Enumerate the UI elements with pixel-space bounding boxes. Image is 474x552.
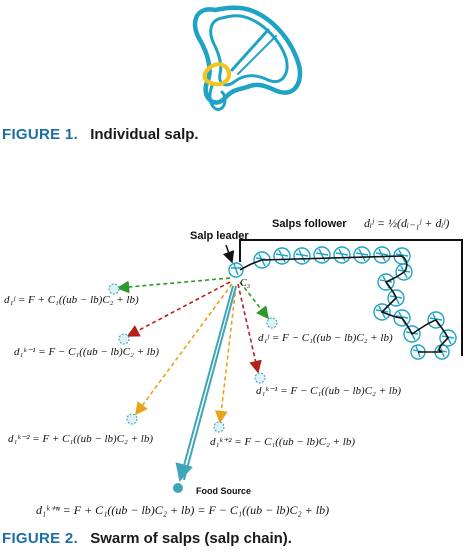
search-rays <box>116 277 269 424</box>
salp-leader-label: Salp leader <box>190 230 249 242</box>
leader-symbol: C₃ <box>240 278 251 289</box>
figure2-caption-text: Swarm of salps (salp chain). <box>90 530 292 547</box>
salps-follower-label: Salps follower <box>272 218 347 230</box>
food-source-point <box>173 483 183 493</box>
target-point <box>213 421 225 433</box>
food-source-label: Food Source <box>196 486 252 496</box>
equation-3: d₁ʲ = F − C₁((ub − lb)C₂ + lb) <box>258 332 393 344</box>
equation-1: d₁ʲ = F + C₁((ub − lb)C₂ + lb) <box>4 294 139 306</box>
figure2-caption: FIGURE 2. Swarm of salps (salp chain). <box>2 530 292 547</box>
red-ray-left <box>126 281 231 337</box>
red-ray-right <box>237 283 262 374</box>
follower-bracket <box>239 239 463 356</box>
equation-4: d₁ᵏ⁻¹ = F − C₁((ub − lb)C₂ + lb) <box>256 385 402 397</box>
individual-salp-illustration <box>192 5 303 111</box>
food-rays <box>175 285 237 482</box>
green-ray-right <box>239 281 269 320</box>
follower-equation: dᵢʲ = ½(dᵢ₋₁ʲ + dᵢʲ) <box>364 216 450 230</box>
equation-5: d₁ᵏ⁻² = F + C₁((ub − lb)C₂ + lb) <box>8 433 154 445</box>
equation-2: d₁ᵏ⁻¹ = F − C₁((ub − lb)C₂ + lb) <box>14 346 160 358</box>
chain-connector <box>239 255 449 353</box>
target-point <box>126 413 138 425</box>
figure2-label: FIGURE 2. <box>2 530 79 547</box>
salp-leader-icon <box>228 262 244 278</box>
target-point <box>118 333 130 345</box>
target-points <box>108 283 278 433</box>
figure1-caption-text: Individual salp. <box>90 126 199 143</box>
leader-pointer-arrow <box>222 244 235 264</box>
orange-ray-left <box>135 283 233 416</box>
equation-7: d₁ᵏ⁺ⁿ = F + C₁((ub − lb)C₂ + lb) = F − C… <box>36 503 330 517</box>
target-point <box>266 317 278 329</box>
orange-ray-right <box>214 285 237 424</box>
figure1-label: FIGURE 1. <box>2 126 79 143</box>
target-point <box>254 372 266 384</box>
salp-chain <box>228 246 457 360</box>
salp-follower-icon <box>253 246 457 360</box>
target-point <box>108 283 120 295</box>
figure1-caption: FIGURE 1. Individual salp. <box>2 126 199 143</box>
equation-6: d₁ᵏ⁺² = F − C₁((ub − lb)C₂ + lb) <box>210 436 356 448</box>
green-ray-left <box>116 277 231 294</box>
